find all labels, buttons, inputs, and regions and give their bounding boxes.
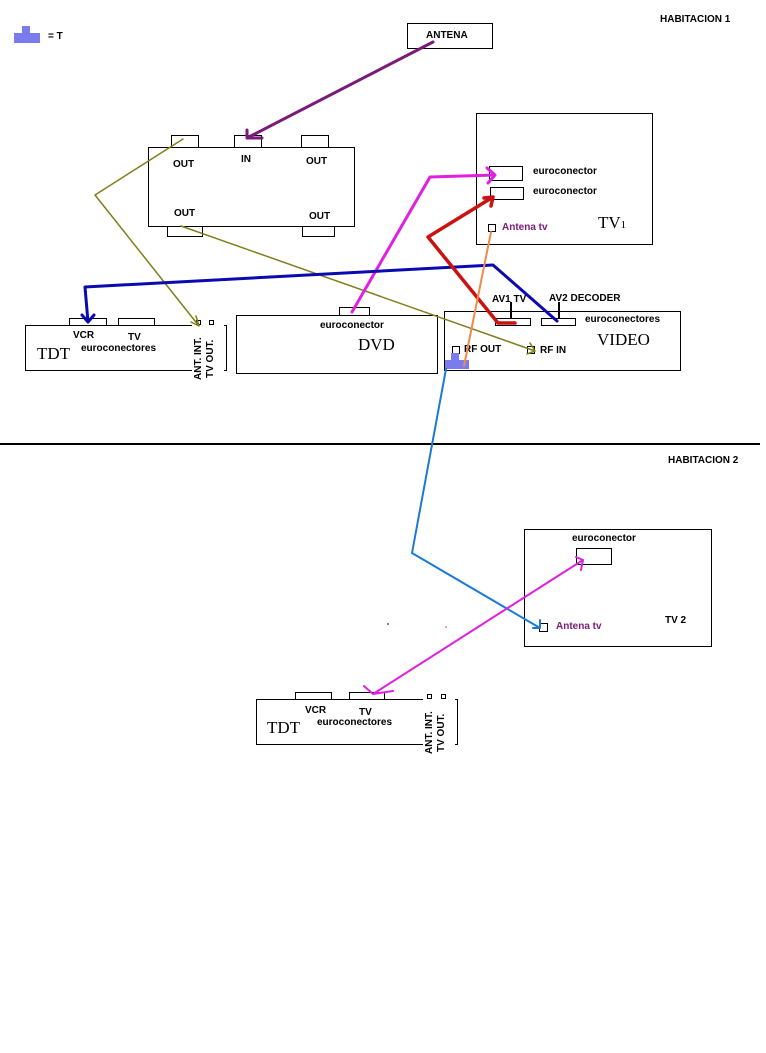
tdt1-name: TDT (37, 344, 71, 363)
room-label-1: HABITACION 1 (660, 14, 731, 25)
tdt1-vcr-label: VCR (73, 330, 95, 341)
tdt1-tv-label: TV (128, 332, 141, 343)
tv2-scart-port (576, 548, 612, 565)
video-av2-tick (558, 302, 560, 318)
tdt1-vcr-port (69, 318, 107, 326)
dvd-scart-port (339, 307, 370, 316)
video-av2-port (541, 318, 576, 326)
stray-dots (387, 623, 447, 628)
tv2 (524, 529, 712, 647)
antenna-box: ANTENA (407, 23, 493, 49)
tdt2-tv-out-label: TV OUT. (436, 713, 447, 752)
splitter-port-out-top-right (301, 135, 329, 148)
video-euro-label: euroconectores (585, 314, 661, 325)
video-rf-in-port (527, 346, 535, 354)
tv2-antenna-port (539, 623, 548, 632)
tv2-name: TV 2 (665, 615, 687, 626)
room-label-2: HABITACION 2 (668, 455, 739, 466)
tdt2-tv-label: TV (359, 707, 372, 718)
legend-t-symbol-icon (14, 26, 40, 43)
wire-tsplit-to-tv2-antenna (411, 368, 541, 629)
t-splitter-icon (445, 353, 469, 369)
wire-dvd-to-tv1 (350, 166, 497, 314)
tv1-antenna-port (488, 224, 496, 232)
tdt1-tv-out-label: TV OUT. (205, 339, 216, 378)
tv1-scart-port-1 (489, 166, 523, 181)
tv1-antenna-label: Antena tv (502, 222, 548, 233)
tv1-euro-label-2: euroconector (533, 186, 597, 197)
tdt2-tv-port (349, 692, 385, 700)
tv2-antenna-label: Antena tv (556, 621, 602, 632)
video-av1-label: AV1 TV (492, 294, 527, 305)
splitter-label-out: OUT (173, 159, 195, 170)
legend-label: = T (48, 31, 63, 42)
video-rf-in-label: RF IN (540, 345, 567, 356)
tv1-name-main: TV (598, 213, 621, 232)
splitter-label-out: OUT (309, 211, 331, 222)
splitter-label-out: OUT (174, 208, 196, 219)
antenna-label: ANTENA (426, 30, 468, 41)
tv1-scart-port-2 (490, 187, 524, 200)
splitter-port-out-bottom-left (167, 226, 203, 237)
tdt2-ant-int-label: ANT. INT. (424, 711, 435, 754)
tv1-name: TV1 (598, 214, 626, 231)
stray-dot (387, 623, 389, 625)
tdt2-side-panel (423, 699, 455, 755)
room-divider (0, 443, 760, 445)
tdt2-vcr-label: VCR (305, 705, 327, 716)
tdt1-tv-port (118, 318, 155, 326)
tdt1-euro-label: euroconectores (81, 343, 157, 354)
tv1-euro-label-1: euroconector (533, 166, 597, 177)
tdt1-ant-int-label: ANT. INT. (193, 337, 204, 380)
dvd-name: DVD (358, 335, 395, 354)
video-name: VIDEO (597, 330, 650, 349)
stray-dot (445, 626, 447, 628)
splitter-label-out: OUT (306, 156, 328, 167)
video-av1-port (495, 318, 531, 326)
splitter-port-in (234, 135, 262, 148)
tv1-name-sub: 1 (620, 219, 627, 231)
splitter-label-in: IN (241, 154, 251, 165)
tdt2-euro-label: euroconectores (317, 717, 393, 728)
video-av2-label: AV2 DECODER (549, 293, 621, 304)
splitter-port-out-top-left (171, 135, 199, 148)
tdt2-vcr-port (295, 692, 332, 700)
dvd-euro-label: euroconector (320, 320, 384, 331)
tv2-euro-label: euroconector (572, 533, 636, 544)
splitter-port-out-bottom-right (302, 226, 335, 237)
video-rf-out-label: RF OUT (464, 344, 502, 355)
tdt2-name: TDT (267, 718, 301, 737)
wire-antenna-to-splitter (245, 40, 435, 140)
